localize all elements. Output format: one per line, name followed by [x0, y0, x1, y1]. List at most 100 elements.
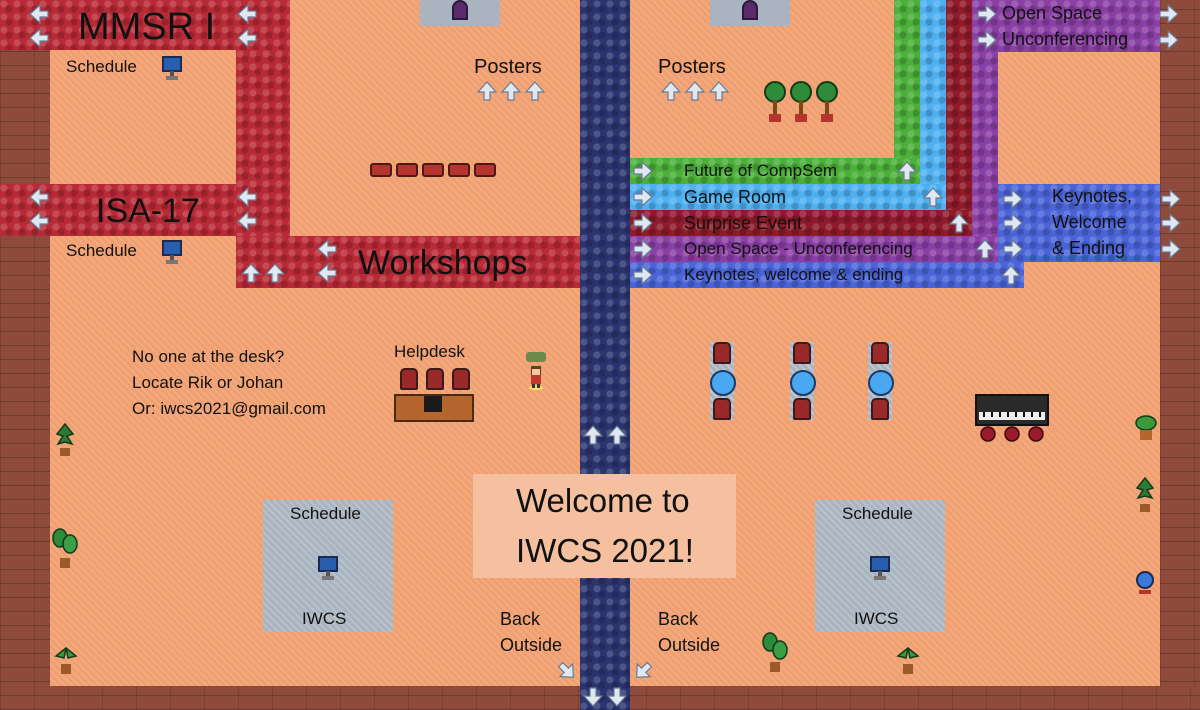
avatar-sprite	[529, 366, 543, 390]
room-label-mmsr: MMSR I	[78, 6, 216, 48]
table-icon[interactable]	[868, 370, 894, 396]
welcome-line-1: Welcome to	[516, 482, 690, 519]
corridor-label-future: Future of CompSem	[684, 161, 838, 180]
arrow-icon	[1000, 264, 1022, 286]
arrow-icon	[28, 210, 50, 232]
arrow-icon	[236, 27, 258, 49]
corridor-game[interactable]	[630, 184, 946, 210]
helpdesk-note-2: Locate Rik or Johan	[132, 373, 284, 392]
arrow-icon	[1002, 212, 1024, 234]
computer-sprite	[870, 556, 890, 580]
right-wall	[1160, 0, 1200, 710]
corridor-label-game: Game Room	[684, 187, 787, 207]
open-space-top-label-1: Open Space	[1002, 3, 1103, 23]
arrow-icon	[922, 186, 944, 208]
chair-icon[interactable]	[793, 398, 811, 420]
exit-label-left-1: Back	[500, 609, 541, 629]
open-space-top-zone[interactable]	[972, 0, 1160, 52]
schedule-board-left-caption: IWCS	[302, 609, 347, 628]
schedule-board-left[interactable]	[263, 500, 393, 632]
corridor-label-open-space: Open Space - Unconferencing	[684, 239, 913, 258]
open-space-top-label-2: Unconferencing	[1002, 29, 1129, 49]
arrow-icon	[28, 27, 50, 49]
plant-sprite	[896, 647, 920, 674]
arrow-icon	[660, 80, 682, 102]
arrow-icon	[236, 186, 258, 208]
computer-sprite	[162, 240, 182, 264]
chair-icon[interactable]	[713, 398, 731, 420]
plant-icon	[52, 526, 78, 570]
helpdesk-note-1: No one at the desk?	[132, 347, 285, 366]
arrow-icon	[948, 212, 970, 234]
arrow-icon	[316, 238, 338, 260]
plant-icon	[816, 80, 838, 124]
helpdesk-computer	[424, 396, 442, 412]
arrow-icon	[1160, 188, 1182, 210]
schedule-board-right-caption: IWCS	[854, 609, 899, 628]
arrow-icon	[524, 80, 546, 102]
arrow-icon	[606, 686, 628, 708]
piano-icon[interactable]	[975, 394, 1049, 442]
helpdesk-chair-2[interactable]	[426, 368, 444, 390]
door-right-arch	[742, 0, 758, 20]
corridor-surprise[interactable]	[630, 210, 972, 236]
player-avatar[interactable]	[528, 364, 544, 390]
planter-box	[448, 163, 470, 177]
plant-icon	[1134, 474, 1156, 514]
keynotes-right-zone[interactable]	[998, 184, 1160, 262]
plant-icon	[54, 644, 78, 676]
arrow-icon	[582, 686, 604, 708]
plant-sprite	[54, 647, 78, 674]
arrow-icon	[1158, 3, 1180, 25]
corridor-game-vertical[interactable]	[920, 0, 946, 210]
corridor-future[interactable]	[630, 158, 920, 184]
arrow-icon	[632, 212, 654, 234]
helpdesk-chair-1[interactable]	[400, 368, 418, 390]
plant-icon	[762, 630, 788, 674]
globe-sprite	[1136, 571, 1154, 594]
plant-sprite	[55, 422, 75, 456]
computer-icon[interactable]	[162, 56, 182, 82]
schedule-board-left-title: Schedule	[290, 504, 361, 523]
corridor-keynotes[interactable]	[630, 262, 1024, 288]
arrow-icon	[1002, 188, 1024, 210]
helpdesk-chair-3[interactable]	[452, 368, 470, 390]
computer-icon[interactable]	[162, 240, 182, 266]
exit-label-left-2: Outside	[500, 635, 563, 655]
corridor-open-space-vertical[interactable]	[972, 52, 998, 262]
corridor-open-space[interactable]	[630, 236, 998, 262]
chair-icon[interactable]	[713, 342, 731, 364]
schedule-label-1: Schedule	[66, 57, 137, 76]
arrow-icon	[632, 264, 654, 286]
corridor-future-vertical[interactable]	[894, 0, 920, 184]
corridor-surprise-vertical[interactable]	[946, 0, 972, 236]
arrow-icon	[28, 3, 50, 25]
arrow-icon	[500, 80, 522, 102]
arrow-icon	[1002, 238, 1024, 260]
central-path[interactable]	[580, 0, 630, 710]
arrow-icon	[236, 3, 258, 25]
tree-sprite	[816, 81, 838, 122]
table-icon[interactable]	[710, 370, 736, 396]
chair-icon[interactable]	[871, 342, 889, 364]
plant-icon	[54, 420, 76, 458]
computer-icon[interactable]	[870, 556, 890, 582]
plant-icon	[896, 644, 920, 676]
plant-sprite	[52, 528, 78, 568]
chair-icon[interactable]	[793, 342, 811, 364]
computer-icon[interactable]	[318, 556, 338, 582]
workshops-zone[interactable]	[236, 236, 580, 288]
arrow-icon	[236, 210, 258, 232]
arrow-icon	[556, 660, 578, 682]
corridor-label-surprise: Surprise Event	[684, 213, 803, 233]
planter-box	[370, 163, 392, 177]
arrow-icon	[684, 80, 706, 102]
table-icon[interactable]	[790, 370, 816, 396]
posters-label-right: Posters	[658, 56, 726, 78]
keynotes-right-label-2: Welcome	[1052, 212, 1127, 232]
welcome-line-2: IWCS 2021!	[516, 532, 694, 569]
room-label-isa: ISA-17	[96, 192, 200, 230]
chair-icon[interactable]	[871, 398, 889, 420]
room-label-workshops: Workshops	[358, 244, 528, 282]
keynotes-right-label-3: & Ending	[1052, 238, 1126, 258]
